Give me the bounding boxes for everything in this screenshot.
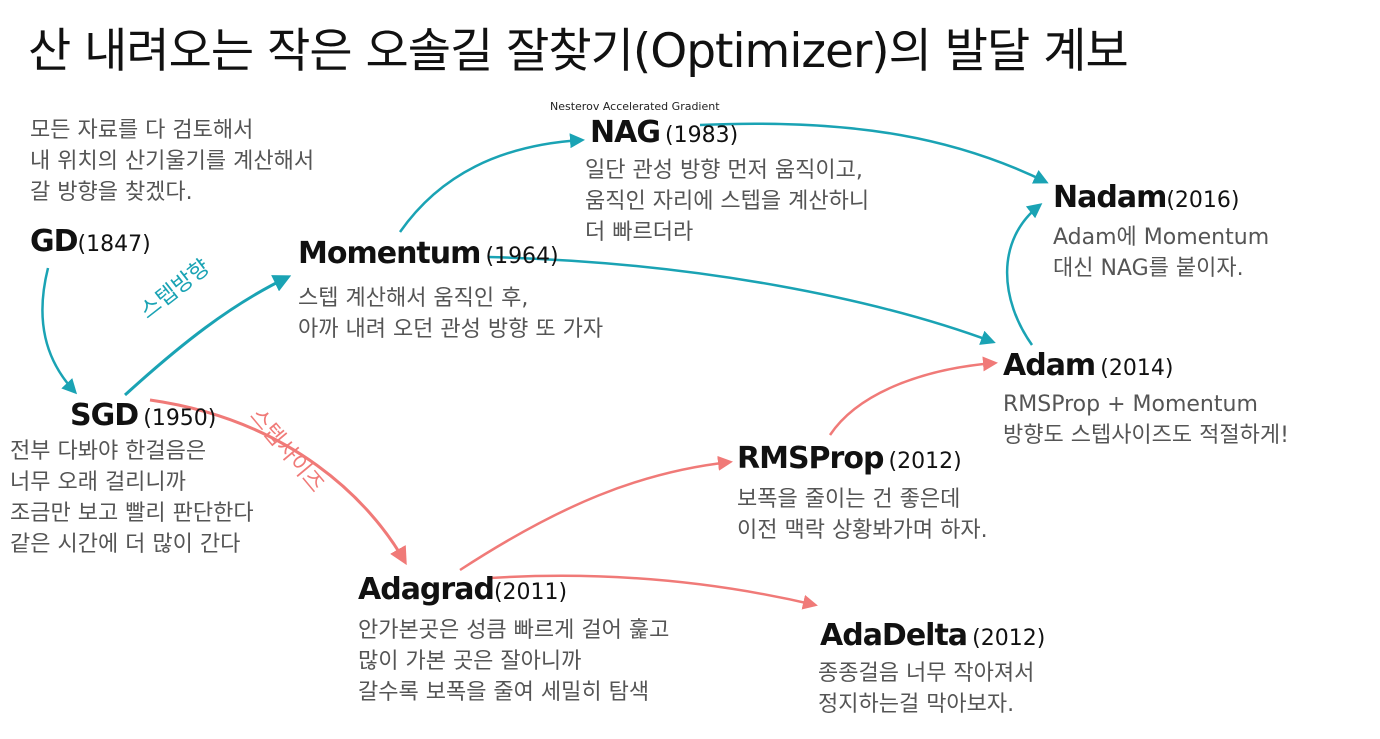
adam-name: Adam: [1003, 348, 1096, 383]
arrow-sgd-adagrad: [149, 398, 407, 566]
arrow-sgd-momentum: [123, 275, 292, 397]
arrow-adagrad-rmsprop: [459, 455, 733, 572]
adam-year: (2014): [1100, 356, 1174, 381]
sgd-description: 전부 다봐야 한걸음은 너무 오래 걸리니까 조금만 보고 빨리 판단한다 같은…: [10, 439, 254, 557]
node-nag: NAG (1983): [590, 115, 738, 150]
arrow-rmsprop-adam: [828, 356, 998, 436]
arrow-gd-sgd: [41, 267, 78, 395]
gd-year: (1847): [77, 232, 151, 257]
node-rmsprop: RMSProp (2012): [737, 441, 962, 476]
arrow-adagrad-adadelta: [489, 574, 818, 610]
page-title: 산 내려오는 작은 오솔길 잘찾기(Optimizer)의 발달 계보: [28, 24, 1129, 79]
momentum-year: (1964): [485, 244, 559, 269]
adagrad-year: (2011): [493, 580, 568, 605]
arrow-momentum-nag: [398, 133, 585, 233]
nadam-description: Adam에 Momentum 대신 NAG를 붙이자.: [1053, 225, 1270, 281]
node-nadam: Nadam(2016): [1053, 180, 1240, 215]
node-adagrad: Adagrad(2011): [358, 572, 567, 607]
sgd-name: SGD: [70, 398, 139, 433]
rmsprop-name: RMSProp: [737, 441, 884, 476]
arrow-momentum-adam: [487, 255, 996, 345]
arrow-nag-nadam: [699, 122, 1049, 184]
adadelta-year: (2012): [972, 626, 1046, 651]
rmsprop-description: 보폭을 줄이는 건 좋은데 이전 맥락 상황봐가며 하자.: [737, 487, 988, 543]
adadelta-description: 종종걸음 너무 작아져서 정지하는걸 막아보자.: [818, 661, 1035, 717]
gd-name: GD: [30, 224, 79, 259]
adadelta-name: AdaDelta: [820, 618, 968, 653]
nadam-name: Nadam: [1053, 180, 1167, 215]
node-adam: Adam (2014): [1003, 348, 1173, 383]
nag-year: (1983): [665, 123, 739, 148]
adagrad-description: 안가본곳은 성큼 빠르게 걸어 훑고 많이 가본 곳은 잘아니까 갈수록 보폭을…: [358, 618, 670, 705]
adam-description: RMSProp + Momentum 방향도 스텝사이즈도 적절하게!: [1003, 392, 1289, 448]
rmsprop-year: (2012): [888, 449, 962, 474]
nadam-year: (2016): [1166, 188, 1240, 213]
nag-name: NAG: [590, 115, 661, 150]
nag-description: 일단 관성 방향 먼저 움직이고, 움직인 자리에 스텝을 계산하니 더 빠르더…: [585, 158, 870, 245]
node-momentum: Momentum (1964): [298, 236, 559, 271]
momentum-description: 스텝 계산해서 움직인 후, 아까 내려 오던 관성 방향 또 가자: [298, 286, 604, 342]
sgd-year: (1950): [143, 406, 217, 431]
nag-full-name: Nesterov Accelerated Gradient: [550, 100, 720, 113]
node-adadelta: AdaDelta (2012): [820, 618, 1045, 653]
momentum-name: Momentum: [298, 236, 481, 271]
adagrad-name: Adagrad: [358, 572, 495, 607]
node-sgd: SGD (1950): [70, 398, 216, 433]
node-gd: GD(1847): [30, 224, 151, 259]
arrow-adam-nadam: [1005, 203, 1043, 346]
gd-description: 모든 자료를 다 검토해서 내 위치의 산기울기를 계산해서 갈 방향을 찾겠다…: [30, 118, 315, 205]
